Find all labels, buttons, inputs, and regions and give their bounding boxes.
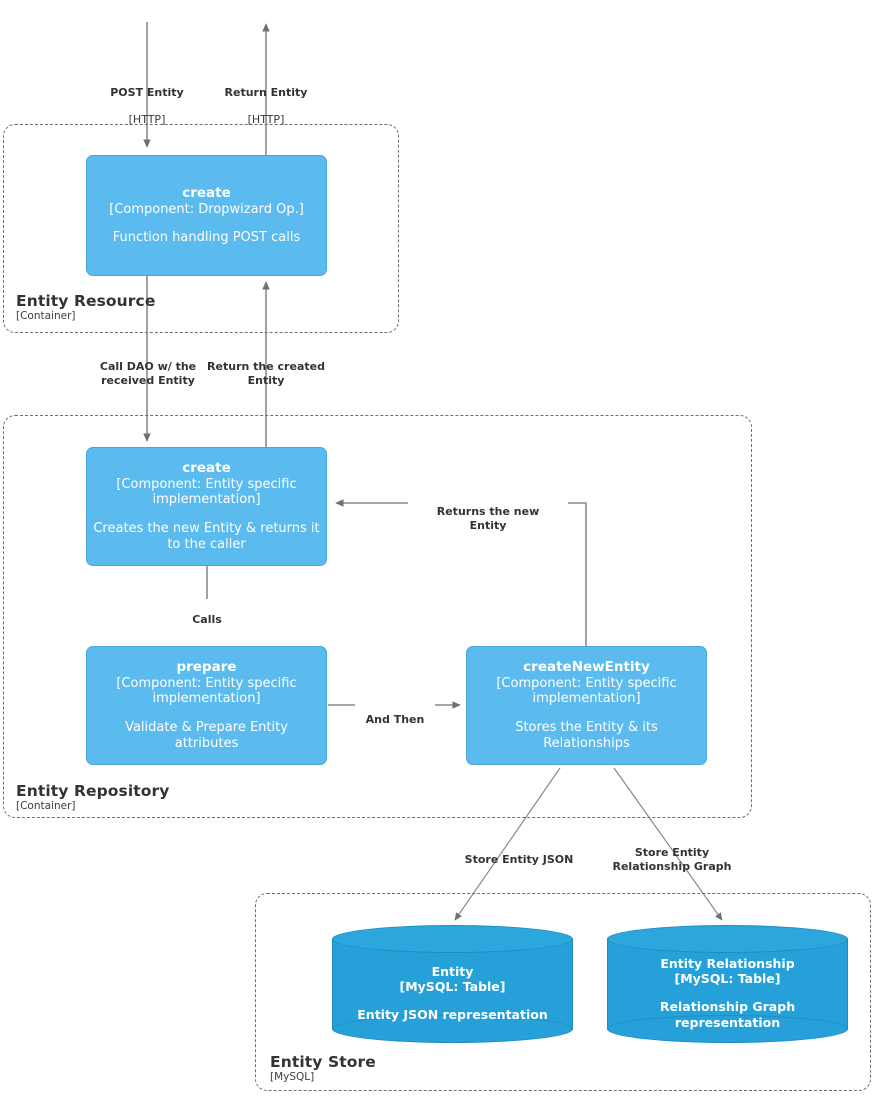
edge-label-store-relationship-graph: Store Entity Relationship Graph xyxy=(587,832,757,887)
database-name: Entity xyxy=(431,963,474,979)
label-entity-resource: Entity Resource [Container] xyxy=(16,293,155,322)
edge-label-return-entity: Return Entity [HTTP] xyxy=(186,72,346,141)
edge-label-call-dao: Call DAO w/ the received Entity xyxy=(68,346,228,401)
cylinder-bottom xyxy=(332,1015,573,1043)
boundary-entity-repository xyxy=(3,415,752,818)
edge-label-text: Return the created Entity xyxy=(207,359,325,387)
edge-label-text: Call DAO w/ the received Entity xyxy=(99,359,197,387)
component-technology: [Component: Dropwizard Op.] xyxy=(109,201,304,217)
edge-label-store-entity-json: Store Entity JSON xyxy=(439,839,599,880)
edge-label-post-entity: POST Entity [HTTP] xyxy=(72,72,222,141)
container-title: Entity Store xyxy=(270,1053,376,1071)
edge-label-text: Store Entity JSON xyxy=(464,852,574,866)
cylinder-top xyxy=(332,925,573,953)
container-tech: [MySQL] xyxy=(270,1071,315,1084)
component-description: Function handling POST calls xyxy=(112,230,301,246)
edge-label-text: POST Entity xyxy=(110,85,184,99)
label-entity-store: Entity Store [MySQL] xyxy=(270,1054,376,1083)
container-title: Entity Resource xyxy=(16,292,156,310)
container-title: Entity Repository xyxy=(16,782,170,800)
component-name: prepare xyxy=(176,658,237,675)
edge-label-tech: [HTTP] xyxy=(247,113,285,127)
edge-label-text: Calls xyxy=(192,612,222,626)
cylinder-body xyxy=(607,939,848,1029)
edge-label-returns-new-entity: Returns the new Entity xyxy=(408,491,568,546)
database-technology: [MySQL: Table] xyxy=(674,971,781,987)
component-create-new-entity[interactable]: createNewEntity [Component: Entity speci… xyxy=(466,646,707,765)
component-technology: [Component: Entity specific implementati… xyxy=(116,476,297,508)
boundary-entity-resource xyxy=(3,124,399,333)
database-text: Entity Relationship [MySQL: Table] Relat… xyxy=(607,953,848,1033)
component-repository-create[interactable]: create [Component: Entity specific imple… xyxy=(86,447,327,566)
database-text: Entity [MySQL: Table] Entity JSON repres… xyxy=(332,953,573,1033)
cylinder-top xyxy=(607,925,848,953)
component-description: Creates the new Entity & returns it to t… xyxy=(93,520,320,553)
component-repository-prepare[interactable]: prepare [Component: Entity specific impl… xyxy=(86,646,327,765)
cylinder-body xyxy=(332,939,573,1029)
component-name: create xyxy=(182,184,231,201)
database-entity[interactable]: Entity [MySQL: Table] Entity JSON repres… xyxy=(332,925,573,1043)
cylinder-bottom xyxy=(607,1015,848,1043)
boundary-entity-store xyxy=(255,893,871,1091)
label-entity-repository: Entity Repository [Container] xyxy=(16,783,170,812)
database-description: Entity JSON representation xyxy=(357,1006,548,1022)
database-name: Entity Relationship xyxy=(660,955,795,971)
component-name: create xyxy=(182,459,231,476)
edge-label-text: Store Entity Relationship Graph xyxy=(612,845,732,873)
edge-label-tech: [HTTP] xyxy=(128,113,166,127)
database-entity-relationship[interactable]: Entity Relationship [MySQL: Table] Relat… xyxy=(607,925,848,1043)
edge-label-text: And Then xyxy=(365,712,425,726)
edge-label-text: Return Entity xyxy=(224,85,308,99)
edge-label-return-created: Return the created Entity xyxy=(181,346,351,401)
container-tech: [Container] xyxy=(16,310,76,323)
database-description: Relationship Graph representation xyxy=(659,999,796,1030)
container-tech: [Container] xyxy=(16,800,76,813)
database-technology: [MySQL: Table] xyxy=(399,979,506,995)
edge-label-text: Returns the new Entity xyxy=(436,504,540,532)
component-technology: [Component: Entity specific implementati… xyxy=(496,675,677,707)
edge-label-calls: Calls xyxy=(167,599,247,641)
edge-label-and-then: And Then xyxy=(355,699,435,741)
component-resource-create[interactable]: create [Component: Dropwizard Op.] Funct… xyxy=(86,155,327,276)
component-description: Stores the Entity & its Relationships xyxy=(515,719,658,752)
component-name: createNewEntity xyxy=(523,658,650,675)
component-technology: [Component: Entity specific implementati… xyxy=(116,675,297,707)
component-description: Validate & Prepare Entity attributes xyxy=(125,719,288,752)
